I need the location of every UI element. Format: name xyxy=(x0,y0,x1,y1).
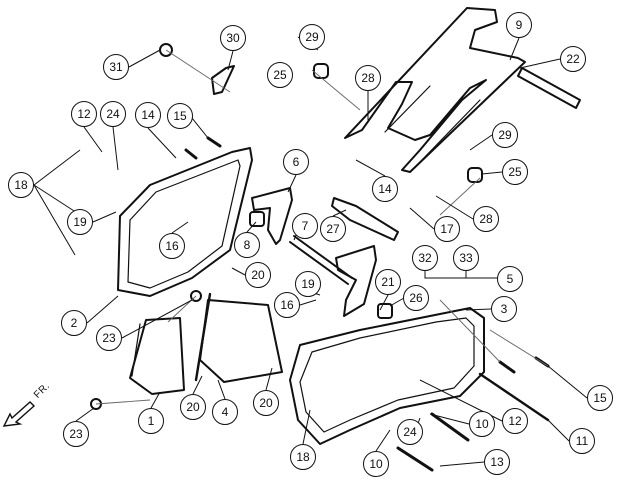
part-26-bushing xyxy=(377,303,393,319)
part-callout-31[interactable]: 31 xyxy=(103,54,129,80)
part-callout-16[interactable]: 16 xyxy=(159,233,185,259)
part-callout-12[interactable]: 12 xyxy=(71,101,97,127)
part-callout-30[interactable]: 30 xyxy=(220,25,246,51)
part-callout-28[interactable]: 28 xyxy=(473,206,499,232)
part-callout-15[interactable]: 15 xyxy=(587,385,613,411)
part-6-bracket xyxy=(251,187,293,245)
part-callout-23[interactable]: 23 xyxy=(96,325,122,351)
part-3-right-cover xyxy=(289,307,485,445)
part-callout-19[interactable]: 19 xyxy=(295,271,321,297)
part-23-collar xyxy=(190,290,202,302)
part-callout-29[interactable]: 29 xyxy=(299,24,325,50)
part-callout-14[interactable]: 14 xyxy=(135,102,161,128)
part-callout-26[interactable]: 26 xyxy=(403,285,429,311)
part-callout-24[interactable]: 24 xyxy=(397,419,423,445)
part-8-bushing xyxy=(249,211,265,227)
part-callout-9[interactable]: 9 xyxy=(506,12,532,38)
part-callout-27[interactable]: 27 xyxy=(320,216,346,242)
part-callout-10[interactable]: 10 xyxy=(469,411,495,437)
part-callout-21[interactable]: 21 xyxy=(375,269,401,295)
part-21-bracket xyxy=(335,245,377,317)
part-callout-15[interactable]: 15 xyxy=(167,103,193,129)
part-callout-6[interactable]: 6 xyxy=(283,149,309,175)
part-callout-3[interactable]: 3 xyxy=(491,296,517,322)
part-callout-2[interactable]: 2 xyxy=(61,310,87,336)
part-15-bolt xyxy=(498,356,550,374)
part-callout-25[interactable]: 25 xyxy=(502,159,528,185)
part-11-bolt xyxy=(478,372,550,422)
part-callout-5[interactable]: 5 xyxy=(497,266,523,292)
front-arrow-icon xyxy=(2,401,36,427)
part-callout-19[interactable]: 19 xyxy=(67,209,93,235)
part-callout-25[interactable]: 25 xyxy=(267,62,293,88)
part-callout-33[interactable]: 33 xyxy=(453,245,479,271)
part-callout-20[interactable]: 20 xyxy=(253,390,279,416)
part-callout-32[interactable]: 32 xyxy=(412,245,438,271)
part-callout-20[interactable]: 20 xyxy=(180,394,206,420)
part-7-pipe xyxy=(289,235,353,285)
part-30-tab xyxy=(211,65,235,95)
part-22-bar xyxy=(517,67,581,109)
part-callout-22[interactable]: 22 xyxy=(560,46,586,72)
part-9-swing-frame xyxy=(344,7,526,173)
part-callout-16[interactable]: 16 xyxy=(274,292,300,318)
part-callout-8[interactable]: 8 xyxy=(234,232,260,258)
part-callout-24[interactable]: 24 xyxy=(100,101,126,127)
part-callout-17[interactable]: 17 xyxy=(434,216,460,242)
part-callout-28[interactable]: 28 xyxy=(355,65,381,91)
part-32-link xyxy=(331,197,399,241)
part-callout-4[interactable]: 4 xyxy=(212,399,238,425)
part-4-plate xyxy=(199,299,283,383)
part-callout-23[interactable]: 23 xyxy=(63,421,89,447)
part-callout-18[interactable]: 18 xyxy=(290,444,316,470)
part-callout-18[interactable]: 18 xyxy=(8,172,34,198)
part-13-bolt xyxy=(396,412,470,472)
part-2-left-cover xyxy=(117,147,253,297)
part-callout-29[interactable]: 29 xyxy=(492,122,518,148)
part-callout-14[interactable]: 14 xyxy=(372,176,398,202)
part-25-bushing xyxy=(313,63,329,79)
part-callout-7[interactable]: 7 xyxy=(292,213,318,239)
part-callout-13[interactable]: 13 xyxy=(484,449,510,475)
part-callout-11[interactable]: 11 xyxy=(569,428,595,454)
part-25-bushing-b xyxy=(467,167,483,183)
part-callout-12[interactable]: 12 xyxy=(502,408,528,434)
part-callout-20[interactable]: 20 xyxy=(245,262,271,288)
part-callout-10[interactable]: 10 xyxy=(363,451,389,477)
part-callout-1[interactable]: 1 xyxy=(138,408,164,434)
